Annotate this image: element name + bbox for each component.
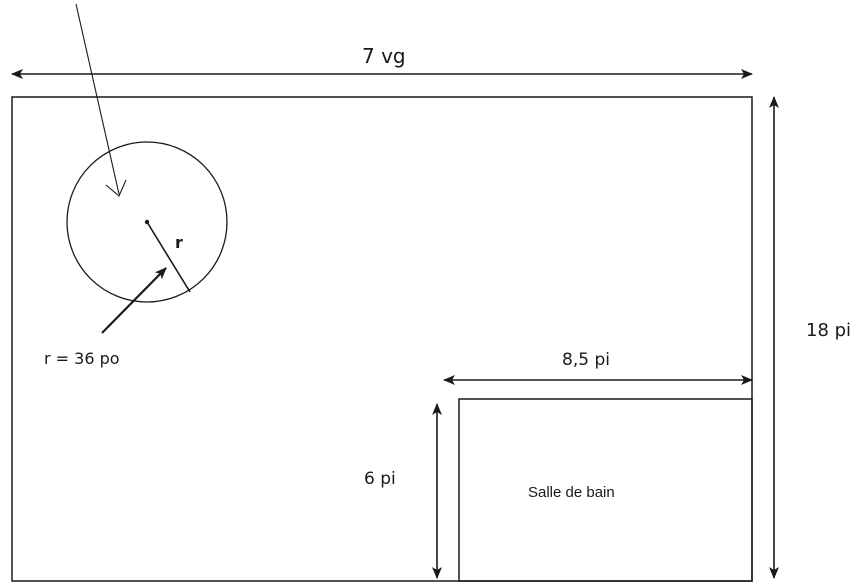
radius-value-label: r = 36 po [44,349,120,368]
room-width-label: 7 vg [362,44,406,68]
bathroom-height-label: 6 pi [364,469,396,489]
bathroom-outline [458,398,753,582]
radius-symbol-label: r [175,233,183,252]
radius-pointer-arrow [101,267,167,334]
top-pointer-line [75,3,120,195]
top-pointer-arrowhead [105,179,127,197]
circle-feature [66,141,228,303]
bathroom-name-label: Salle de bain [528,484,615,501]
room-outline [11,96,753,582]
bathroom-width-label: 8,5 pi [562,350,610,370]
radius-line [146,221,191,293]
room-height-label: 18 pi [806,320,852,341]
